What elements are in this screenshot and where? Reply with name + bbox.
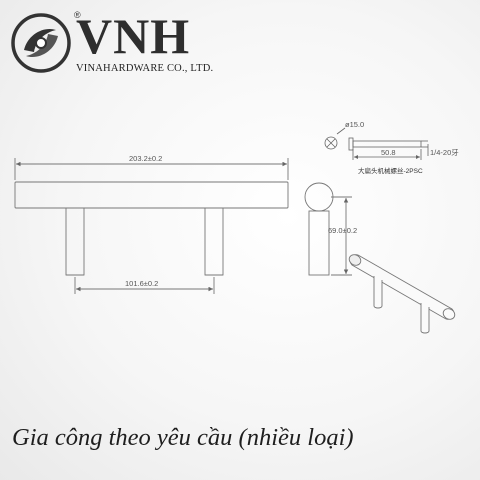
handle-leg-right: [204, 207, 224, 276]
handle-leg-left: [65, 207, 85, 276]
screw-detail: [324, 127, 429, 160]
brand-name: VNH: [76, 8, 191, 64]
screw-shank: [352, 140, 422, 148]
screw-thread-label: 1/4-20牙: [430, 148, 459, 157]
screw-diameter-label: ø15.0: [345, 120, 364, 129]
side-leg: [308, 210, 330, 276]
iso-leg-right: [420, 303, 430, 334]
isometric-view: [348, 254, 456, 334]
overall-length-label: 203.2±0.2: [129, 154, 162, 163]
company-name: VINAHARDWARE CO., LTD.: [76, 63, 214, 74]
handle-bar: [14, 181, 289, 209]
screw-head-icon: [324, 136, 338, 150]
screw-length-label: 50.8: [381, 148, 396, 157]
caption-text: Gia công theo yêu cầu (nhiều loại): [12, 424, 354, 451]
screw-head-side: [348, 137, 354, 151]
screw-note-label: 大扁头机械螺丝-2PSC: [358, 166, 423, 175]
height-label: 69.0±0.2: [328, 226, 357, 235]
front-view: [14, 158, 289, 294]
side-view: [304, 182, 352, 276]
vnh-swirl-logo-icon: [11, 13, 71, 73]
registered-mark: ®: [74, 10, 81, 20]
center-distance-label: 101.6±0.2: [125, 279, 158, 288]
iso-leg-left: [373, 276, 383, 309]
iso-bar: [349, 254, 455, 320]
bar-end-circle: [304, 182, 334, 212]
brand-logo: VNH ® VINAHARDWARE CO., LTD.: [10, 8, 260, 78]
